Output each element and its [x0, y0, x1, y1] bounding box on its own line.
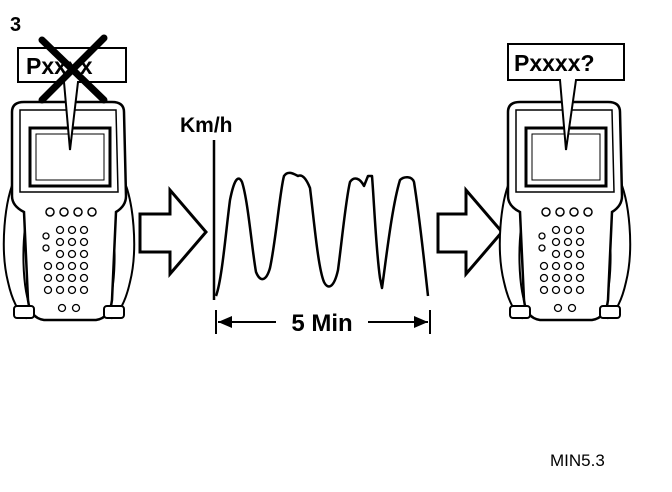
- scan-tool-left: [2, 100, 136, 322]
- speed-graph: Km/h 5 Min: [180, 114, 431, 337]
- function-keys-right: [541, 207, 593, 217]
- duration-arrowhead-right: [414, 316, 428, 328]
- graph-y-axis-label: Km/h: [180, 114, 233, 137]
- duration-arrowhead-left: [218, 316, 232, 328]
- cross-out-stroke-2: [38, 34, 108, 104]
- figure-code: MIN5.3: [550, 451, 605, 470]
- speed-trace: [214, 171, 430, 297]
- scan-tool-right: [498, 100, 632, 322]
- arrow-right-icon-2: [436, 185, 504, 279]
- callout-right-text: Pxxxx?: [514, 50, 595, 76]
- function-keys-left: [45, 207, 97, 217]
- callout-left: Pxxxx: [17, 34, 127, 151]
- step-number: 3: [10, 14, 21, 36]
- graph-duration-label: 5 Min: [291, 310, 352, 337]
- arrow-right-icon-1: [138, 185, 208, 279]
- callout-right: Pxxxx?: [507, 43, 625, 151]
- keypad-left: [42, 225, 89, 313]
- keypad-right: [538, 225, 585, 313]
